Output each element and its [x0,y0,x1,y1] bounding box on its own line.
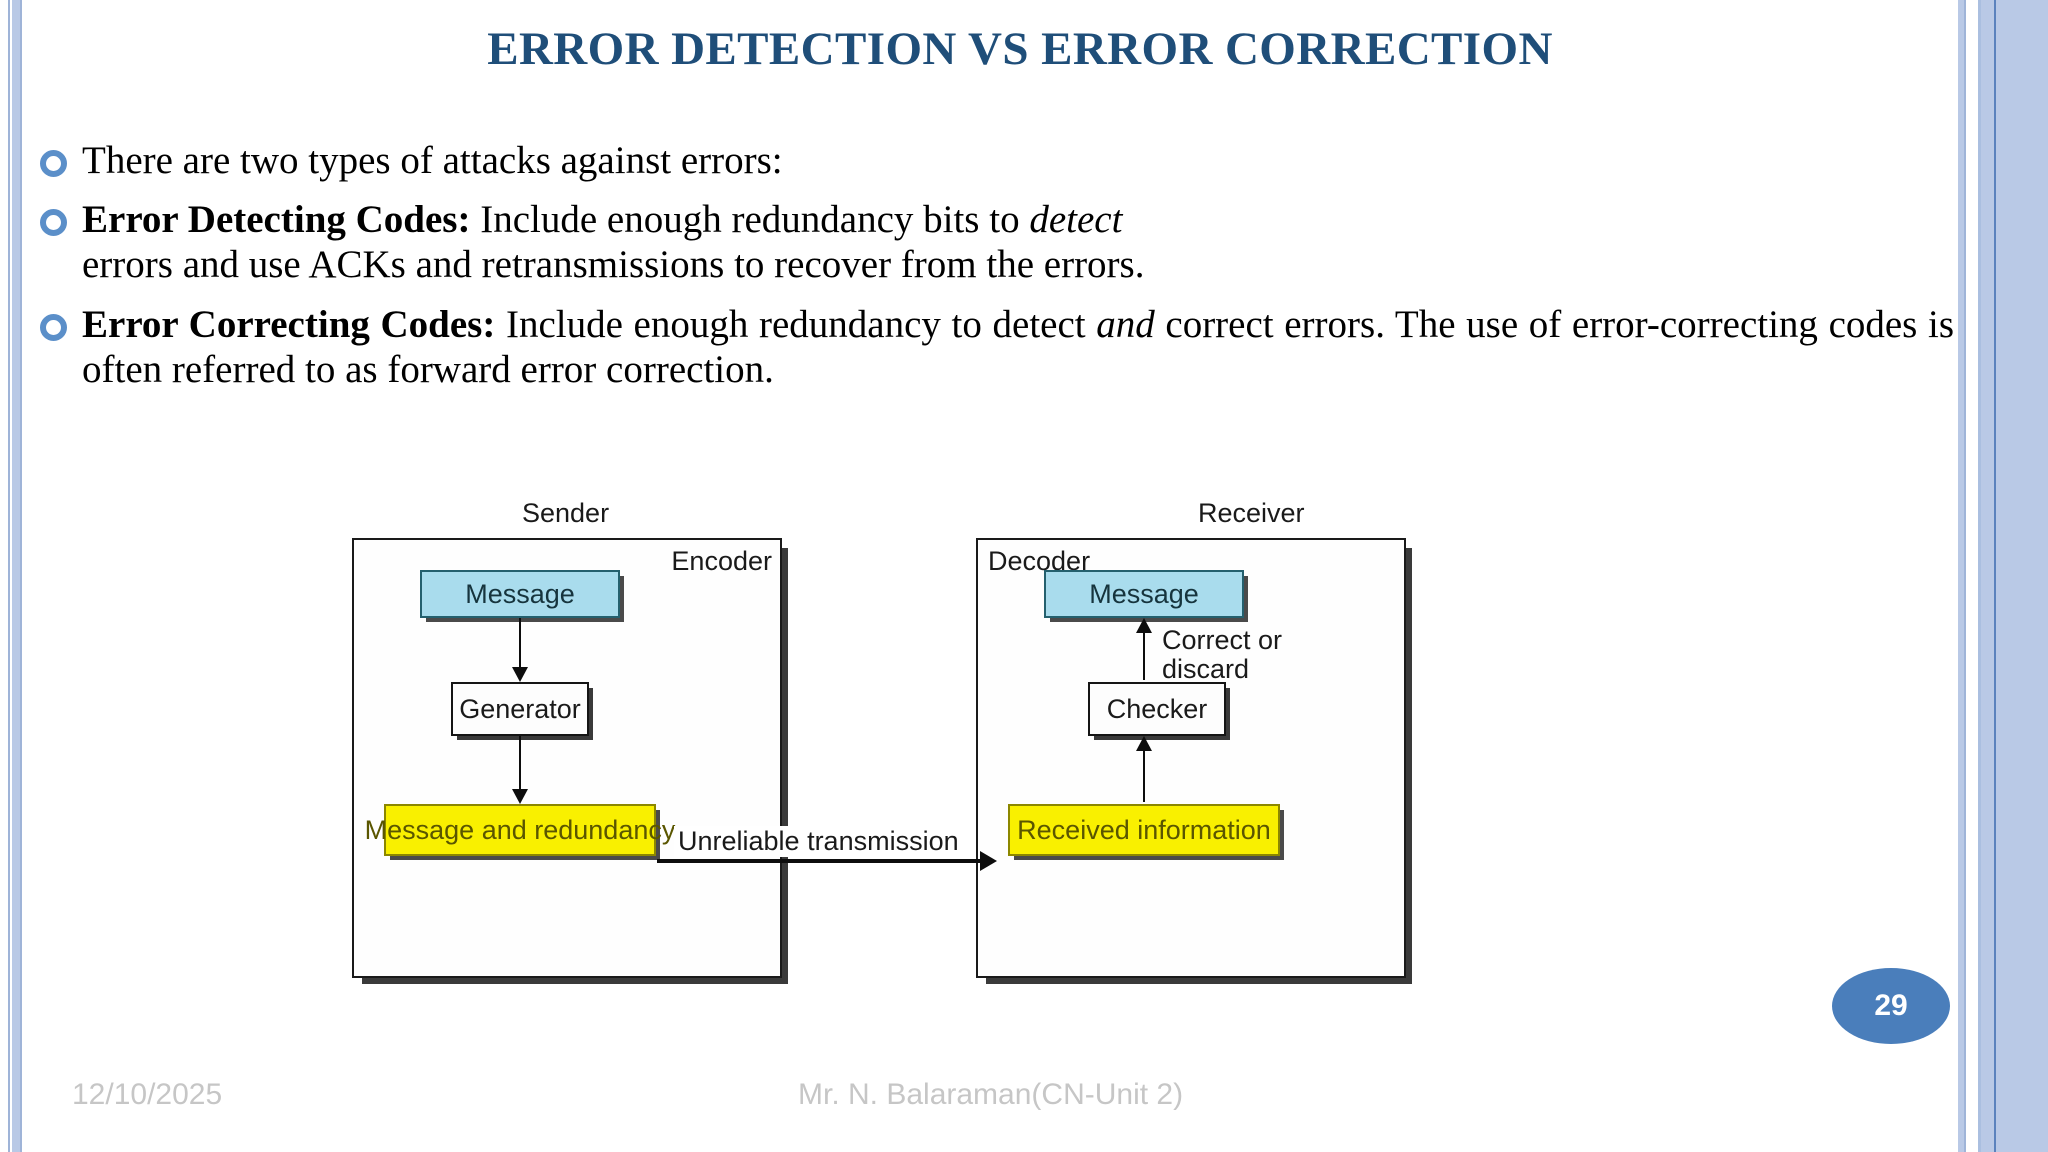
arrowhead-up-icon [1136,736,1152,751]
bullet-ring-icon [40,313,67,341]
bullet-correcting-italic: and [1096,302,1155,346]
bullet-detecting-lead: Error Detecting Codes: [82,198,471,242]
arrow-received-to-checker [1136,736,1152,802]
bullet-correcting-body-2: correct errors. The use of error-correct… [82,302,1955,391]
correct-or-discard-line-2: discard [1162,654,1250,685]
arrow-unreliable-transmission [657,851,997,871]
receiver-caption: Receiver [1198,498,1305,528]
generator-node: Generator [451,682,589,736]
bullet-ring-icon [40,209,67,237]
unreliable-transmission-label: Unreliable transmission [674,826,963,857]
arrow-checker-to-message [1136,618,1152,680]
encoder-label: Encoder [671,546,772,576]
arrowhead-up-icon [1136,618,1152,633]
receiver-message-node: Message [1044,570,1244,618]
error-control-diagram: Sender Receiver Encoder Decoder Message … [352,498,1652,1028]
bullet-correcting-body-1: Include enough redundancy to detect [495,302,1097,346]
page-number-badge: 29 [1832,968,1950,1044]
sender-message-node: Message [420,570,620,618]
bullet-list: There are two types of attacks against e… [24,138,1954,398]
arrowhead-down-icon [512,789,528,804]
footer-author: Mr. N. Balaraman(CN-Unit 2) [798,1078,1184,1111]
message-and-redundancy-node: Message and redundancy [365,804,675,856]
sender-caption: Sender [522,498,610,528]
arrow-generator-to-redundancy [512,736,528,804]
correct-or-discard-line-1: Correct or [1162,625,1283,655]
arrow-message-to-generator [512,618,528,682]
received-information-node: Received information [1008,804,1280,856]
correct-or-discard-label: Correct or discard [1162,625,1283,685]
bullet-detecting-line-1: Error Detecting Codes: Include enough re… [82,197,1954,242]
right-edge-wide-band [1978,0,2048,1152]
arrowhead-right-icon [980,851,997,871]
checker-node: Checker [1088,682,1226,736]
bullet-intro-text: There are two types of attacks against e… [82,139,783,182]
right-edge-thin-stripe [1958,0,1966,1152]
bullet-detecting-italic: detect [1029,198,1123,242]
bullet-item-error-detecting: Error Detecting Codes: Include enough re… [24,197,1954,287]
arrowhead-down-icon [512,667,528,682]
bullet-correcting-lead: Error Correcting Codes: [82,302,496,346]
page-title: ERROR DETECTION VS ERROR CORRECTION [487,23,1553,75]
footer-date: 12/10/2025 [72,1078,223,1111]
bullet-detecting-line-2: errors and use ACKs and retransmissions … [82,243,1145,287]
left-edge-stripe [8,0,22,1152]
bullet-item-error-correcting: Error Correcting Codes: Include enough r… [24,302,1954,392]
bullet-ring-icon [40,150,67,177]
bullet-detecting-body: Include enough redundancy bits to [470,198,1030,242]
bullet-item-intro: There are two types of attacks against e… [24,138,1954,183]
